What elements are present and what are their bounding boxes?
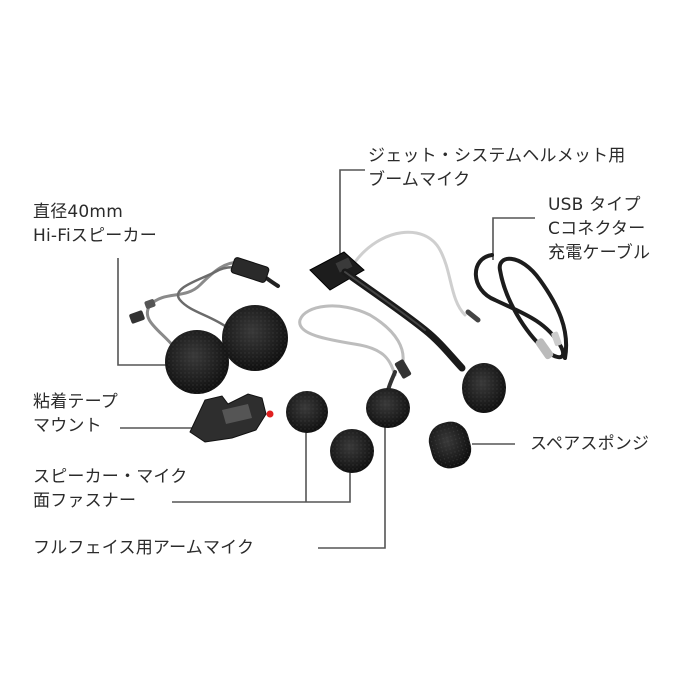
label-fullface-arm-mic-line1: フルフェイス用アームマイク	[33, 538, 255, 558]
label-jet-boom-mic-line2: ブームマイク	[368, 170, 471, 190]
speaker-cable	[129, 257, 280, 350]
label-usb-c-cable-line3: 充電ケーブル	[548, 243, 651, 263]
label-speaker-line2: Hi-Fiスピーカー	[33, 226, 157, 246]
speaker-right	[222, 305, 288, 371]
usb-c-cable	[473, 253, 569, 360]
label-speaker: 直径40mm Hi-Fiスピーカー	[33, 200, 157, 248]
spare-sponge	[428, 421, 472, 469]
label-spare-sponge: スペアスポンジ	[530, 432, 649, 456]
label-tape-mount: 粘着テープ マウント	[33, 390, 118, 438]
label-jet-boom-mic-line1: ジェット・システムヘルメット用	[368, 146, 626, 166]
label-fastener-line2: 面ファスナー	[33, 491, 137, 511]
label-tape-mount-line1: 粘着テープ	[33, 392, 118, 412]
fastener-disc-1	[286, 391, 328, 433]
jet-boom-mic	[309, 230, 506, 413]
adhesive-mount	[189, 393, 274, 443]
label-fastener: スピーカー・マイク 面ファスナー	[33, 465, 187, 513]
label-fastener-line1: スピーカー・マイク	[33, 467, 188, 487]
label-fullface-arm-mic: フルフェイス用アームマイク	[33, 536, 254, 560]
label-tape-mount-line2: マウント	[33, 416, 102, 436]
label-spare-sponge-line1: スペアスポンジ	[530, 434, 650, 454]
label-usb-c-cable: USB タイプ Cコネクター 充電ケーブル	[548, 193, 650, 265]
leader-lines	[117, 169, 535, 549]
label-jet-boom-mic: ジェット・システムヘルメット用 ブームマイク	[368, 144, 626, 192]
fullface-arm-mic	[298, 304, 412, 428]
speaker-left	[165, 330, 229, 394]
label-usb-c-cable-line1: USB タイプ	[548, 195, 641, 215]
label-speaker-line1: 直径40mm	[33, 202, 123, 222]
fastener-disc-2	[330, 429, 374, 473]
label-usb-c-cable-line2: Cコネクター	[548, 219, 646, 239]
